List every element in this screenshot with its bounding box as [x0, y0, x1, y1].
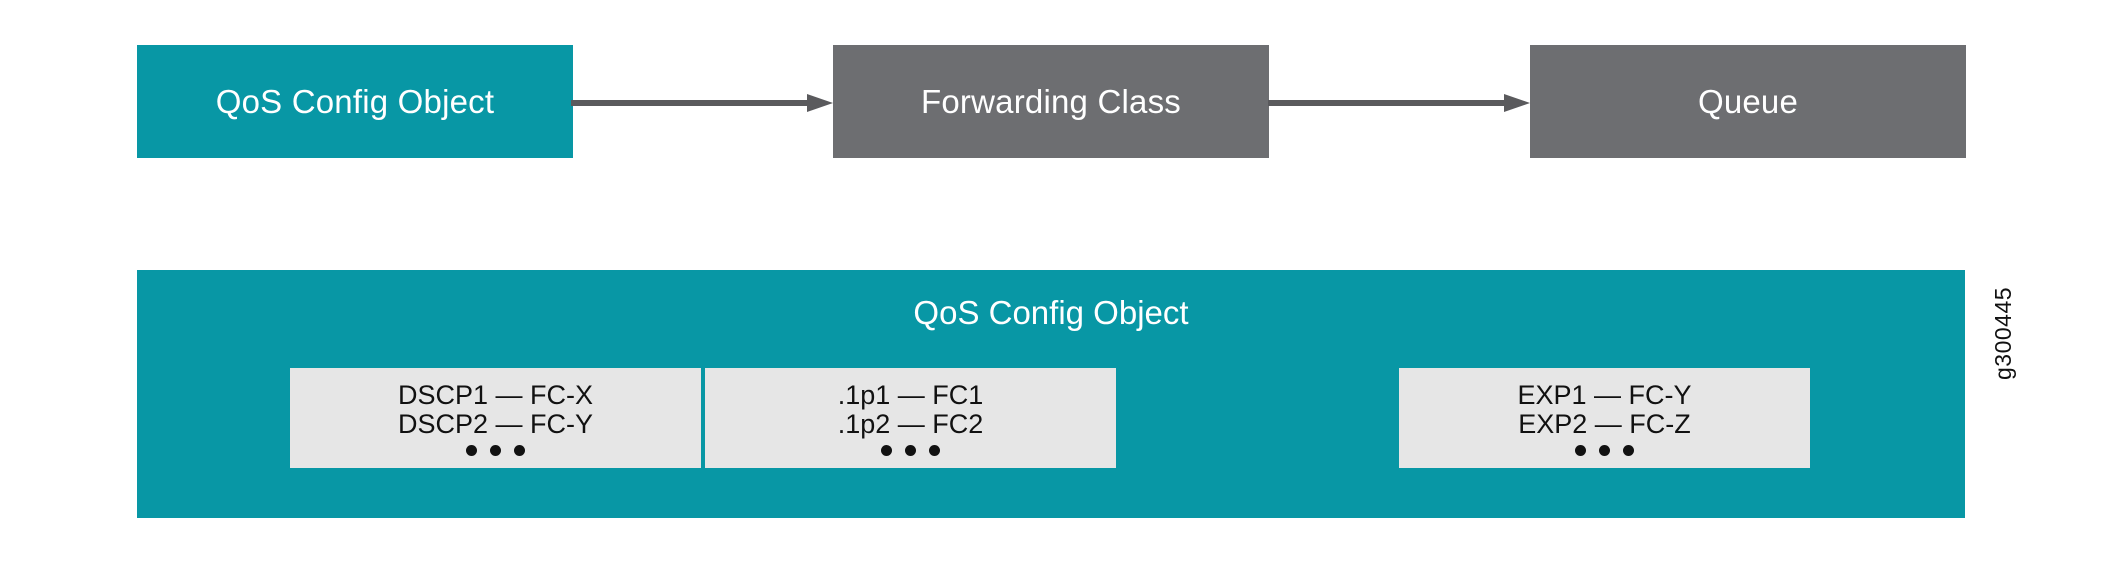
mapping-box-dscp: DSCP1 — FC-X DSCP2 — FC-Y — [290, 368, 701, 468]
flow-box-queue: Queue — [1530, 45, 1966, 158]
panel-title: QoS Config Object — [913, 294, 1189, 331]
arrow-forwarding-class-to-queue — [1268, 93, 1530, 113]
mapping-line: .1p1 — FC1 — [837, 380, 984, 410]
arrow-right-icon — [571, 94, 833, 112]
mapping-box-exp: EXP1 — FC-Y EXP2 — FC-Z — [1399, 368, 1810, 468]
mapping-line: DSCP2 — FC-Y — [397, 409, 594, 440]
mapping-box-dot1p: .1p1 — FC1 .1p2 — FC2 — [705, 368, 1116, 468]
arrow-qos-to-forwarding-class — [571, 93, 833, 113]
ellipsis-icon — [1575, 445, 1634, 457]
mapping-line: EXP1 — FC-Y — [1517, 380, 1692, 410]
flow-box-label: QoS Config Object — [215, 83, 495, 120]
flow-box-label: Forwarding Class — [921, 83, 1181, 120]
flow-box-qos-config-object: QoS Config Object — [137, 45, 573, 158]
flow-box-label: Queue — [1697, 83, 1799, 120]
ellipsis-icon — [466, 445, 525, 457]
arrow-right-icon — [1268, 94, 1530, 112]
ellipsis-icon — [881, 445, 940, 457]
mapping-line: EXP2 — FC-Z — [1518, 409, 1691, 440]
qos-config-object-panel: QoS Config Object DSCP1 — FC-X DSCP2 — F… — [137, 270, 1965, 518]
mapping-line: DSCP1 — FC-X — [397, 380, 594, 410]
flow-box-forwarding-class: Forwarding Class — [833, 45, 1269, 158]
mapping-line: .1p2 — FC2 — [837, 409, 984, 440]
figure-id-label: g300445 — [1990, 286, 2016, 380]
